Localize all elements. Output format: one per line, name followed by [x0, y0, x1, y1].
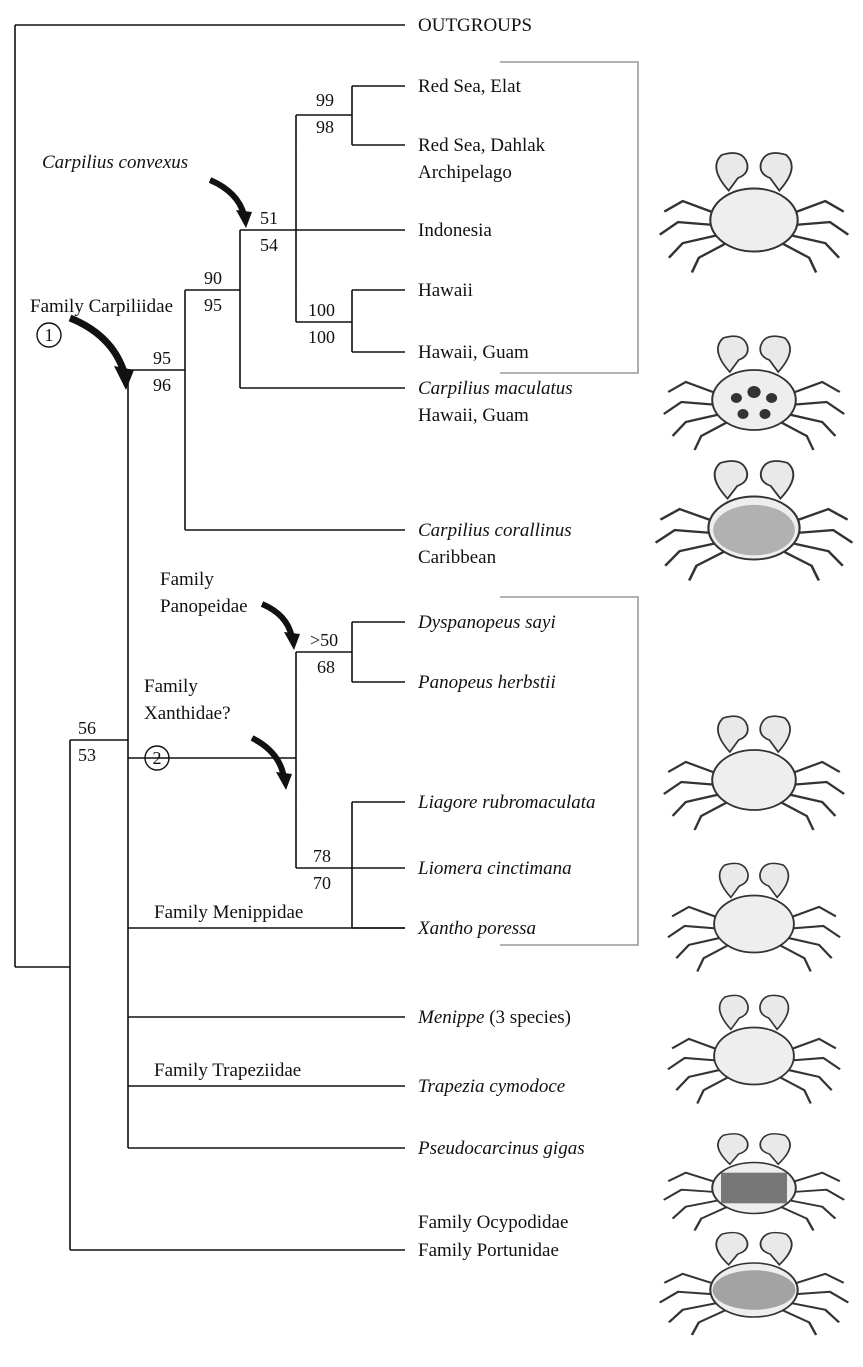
annotation-family-carpiliidae: Family Carpiliidae — [30, 296, 173, 317]
taxon-menippe-note: (3 species) — [484, 1007, 571, 1028]
support-panopeidae-top: >50 — [310, 630, 338, 650]
taxon-hawaii-guam: Hawaii, Guam — [418, 342, 529, 363]
support-ingroup-bottom: 53 — [78, 745, 96, 765]
arrow-panopeidae-head — [284, 632, 300, 650]
xanthid-crab-icon — [664, 716, 844, 830]
support-carpilius-inner-top: 90 — [204, 268, 222, 288]
trapezia-crab-icon — [668, 995, 840, 1103]
menippe-crab-icon — [668, 863, 840, 971]
arrow-carpiliidae — [70, 318, 124, 372]
arrow-carpiliidae-head — [114, 366, 134, 390]
taxon-indonesia: Indonesia — [418, 220, 492, 241]
support-convexus-top: 51 — [260, 208, 278, 228]
carpilius-maculatus-crab-icon — [664, 336, 844, 450]
support-red-sea-bottom: 98 — [316, 117, 334, 137]
taxon-outgroups: OUTGROUPS — [418, 15, 532, 36]
taxon-hawaii: Hawaii — [418, 280, 473, 301]
convexus-bracket — [500, 62, 638, 373]
support-convexus-bottom: 54 — [260, 235, 278, 255]
taxon-menippe-genus: Menippe — [417, 1007, 484, 1028]
portunid-crab-icon — [660, 1233, 849, 1335]
taxon-family-ocypodidae: Family Ocypodidae — [418, 1212, 568, 1233]
support-carpiliidae-bottom: 96 — [153, 375, 171, 395]
annotation-family-panopeidae-line1: Family — [160, 569, 214, 590]
taxon-family-portunidae: Family Portunidae — [418, 1240, 559, 1261]
taxon-red-sea-dahlak: Red Sea, Dahlak — [418, 135, 546, 156]
taxon-dyspanopeus-sayi: Dyspanopeus sayi — [417, 612, 556, 633]
taxa-labels: OUTGROUPS Red Sea, Elat Red Sea, Dahlak … — [417, 15, 596, 1261]
carpilius-convexus-crab-icon — [660, 153, 849, 272]
annotation-family-panopeidae-line2: Panopeidae — [160, 596, 248, 617]
arrow-convexus-head — [236, 210, 252, 228]
support-panopeidae-bottom: 68 — [317, 657, 335, 677]
annotation-family-xanthidae-line2: Xanthidae? — [144, 703, 231, 724]
taxon-panopeus-herbstii: Panopeus herbstii — [417, 672, 556, 693]
support-red-sea-top: 99 — [316, 90, 334, 110]
annotation-family-trapeziidae: Family Trapeziidae — [154, 1060, 301, 1081]
xanthoid-branch — [128, 622, 405, 928]
carpiliidae-branch — [128, 290, 405, 530]
taxon-liagore-rubromaculata: Liagore rubromaculata — [417, 792, 596, 813]
support-ingroup-top: 56 — [78, 718, 96, 738]
annotation-family-xanthidae-line1: Family — [144, 676, 198, 697]
marker-2: 2 — [153, 748, 162, 768]
taxon-carpilius-maculatus-locality: Hawaii, Guam — [418, 405, 529, 426]
support-carpilius-inner-bottom: 95 — [204, 295, 222, 315]
carpilius-corallinus-crab-icon — [656, 461, 853, 580]
crab-illustrations — [656, 153, 853, 1335]
ocypodid-crab-icon — [664, 1134, 844, 1231]
support-xanthidae-bottom: 70 — [313, 873, 331, 893]
taxon-red-sea-dahlak-line2: Archipelago — [418, 162, 512, 183]
taxon-trapezia-cymodoce: Trapezia cymodoce — [418, 1076, 565, 1097]
ingroup-branch — [70, 740, 405, 1250]
support-carpiliidae-top: 95 — [153, 348, 171, 368]
marker-1: 1 — [45, 325, 54, 345]
support-values: 99 98 51 54 100 100 90 95 95 96 >50 68 7… — [78, 90, 338, 893]
taxon-xantho-poressa: Xantho poressa — [417, 918, 536, 939]
taxon-pseudocarcinus-gigas: Pseudocarcinus gigas — [417, 1138, 585, 1159]
annotation-family-menippidae: Family Menippidae — [154, 902, 303, 923]
taxon-carpilius-corallinus: Carpilius corallinus — [418, 520, 572, 541]
arrow-convexus — [210, 180, 244, 215]
arrow-xanthidae-head — [276, 772, 292, 790]
taxon-menippe-full: Menippe (3 species) — [417, 1007, 571, 1028]
support-hawaii-bottom: 100 — [308, 327, 335, 347]
taxon-liomera-cinctimana: Liomera cinctimana — [417, 858, 572, 879]
xanthoid-bracket — [500, 597, 638, 945]
annotation-carpilius-convexus: Carpilius convexus — [42, 152, 188, 173]
family-annotations: Carpilius convexus Family Carpiliidae Fa… — [30, 152, 303, 1081]
taxon-carpilius-corallinus-locality: Caribbean — [418, 547, 497, 568]
support-hawaii-top: 100 — [308, 300, 335, 320]
taxon-carpilius-maculatus: Carpilius maculatus — [418, 378, 573, 399]
support-xanthidae-top: 78 — [313, 846, 331, 866]
taxon-red-sea-elat: Red Sea, Elat — [418, 76, 522, 97]
